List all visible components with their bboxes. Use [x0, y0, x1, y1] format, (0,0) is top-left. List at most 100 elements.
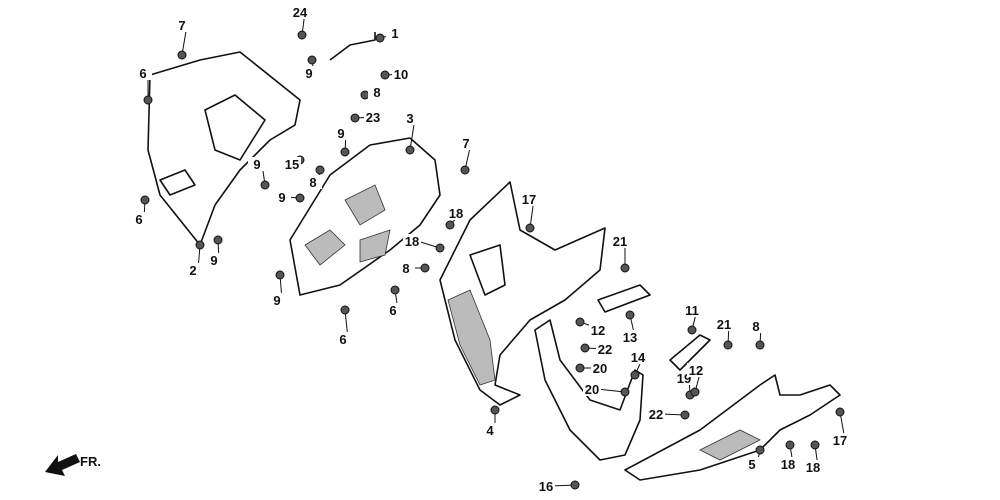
callout-number: 12: [591, 323, 605, 338]
fastener-icon: [575, 317, 585, 327]
callout-14: 14: [629, 350, 647, 380]
part-5-under-cowl: [624, 374, 841, 481]
fastener-icon: [460, 165, 470, 175]
fastener-icon: [340, 147, 350, 157]
callout-number: 3: [406, 111, 413, 126]
fastener-icon: [755, 445, 765, 455]
fastener-icon: [195, 240, 205, 250]
fastener-icon: [380, 70, 390, 80]
part-3-middle-cowl: [289, 137, 441, 296]
callout-number: 1: [391, 26, 398, 41]
callout-number: 18: [449, 206, 463, 221]
callout-number: 20: [593, 361, 607, 376]
callout-background: [364, 110, 382, 124]
callout-12: 12: [575, 317, 607, 338]
callout-9: 9: [300, 55, 318, 81]
callout-number: 20: [585, 382, 599, 397]
callout-number: 21: [717, 317, 731, 332]
callout-number: 12: [689, 363, 703, 378]
callout-number: 11: [685, 303, 699, 318]
front-direction-arrow: FR.: [45, 454, 101, 476]
callout-background: [384, 303, 402, 317]
part-11-bracket: [669, 334, 711, 371]
callout-number: 8: [309, 175, 316, 190]
callout-background: [583, 382, 601, 396]
callout-background: [273, 190, 291, 204]
callout-6: 6: [384, 285, 402, 318]
callout-18: 18: [779, 440, 797, 472]
fastener-icon: [687, 325, 697, 335]
callout-9: 9: [273, 190, 305, 205]
callout-background: [130, 212, 148, 226]
callout-number: 8: [402, 261, 409, 276]
callout-background: [248, 157, 266, 171]
callout-17: 17: [831, 407, 849, 448]
callout-background: [831, 433, 849, 447]
callout-15: 15: [283, 155, 305, 172]
direction-label: FR.: [80, 454, 101, 469]
fastener-icon: [297, 30, 307, 40]
fastener-icon: [570, 480, 580, 490]
callout-number: 9: [253, 157, 260, 172]
callout-number: 18: [781, 457, 795, 472]
callout-number: 6: [389, 303, 396, 318]
callout-background: [683, 303, 701, 317]
fastener-icon: [177, 50, 187, 60]
callout-background: [457, 136, 475, 150]
callout-background: [611, 234, 629, 248]
callout-background: [747, 319, 765, 333]
callout-10: 10: [380, 67, 410, 82]
callout-number: 23: [366, 110, 380, 125]
callout-6: 6: [134, 66, 153, 105]
callout-background: [621, 330, 639, 344]
callout-11: 11: [683, 303, 701, 335]
callout-3: 3: [401, 111, 419, 155]
callout-24: 24: [291, 5, 309, 40]
callout-number: 7: [462, 136, 469, 151]
fastener-icon: [275, 270, 285, 280]
callout-background: [392, 67, 410, 81]
fastener-icon: [350, 113, 360, 123]
callout-background: [589, 323, 607, 337]
callout-background: [743, 457, 761, 471]
callout-number: 13: [623, 330, 637, 345]
fastener-icon: [213, 235, 223, 245]
callout-background: [401, 111, 419, 125]
part-14-strip: [534, 319, 644, 461]
fastener-icon: [390, 285, 400, 295]
callout-1: 1: [375, 26, 404, 43]
fastener-icon: [785, 440, 795, 450]
callout-number: 6: [135, 212, 142, 227]
fastener-icon: [143, 95, 153, 105]
fastener-icon: [315, 165, 325, 175]
callout-background: [368, 85, 386, 99]
callout-16: 16: [537, 479, 580, 494]
callout-18: 18: [403, 234, 445, 253]
callout-background: [804, 460, 822, 474]
fastener-icon: [445, 220, 455, 230]
callout-background: [403, 234, 421, 248]
callout-background: [386, 26, 404, 40]
callout-number: 10: [394, 67, 408, 82]
callout-number: 7: [178, 18, 185, 33]
leader-line: [596, 388, 626, 393]
callout-6: 6: [334, 305, 352, 347]
callout-5: 5: [743, 445, 765, 472]
callout-number: 4: [486, 423, 494, 438]
fastener-icon: [580, 343, 590, 353]
fastener-icon: [680, 410, 690, 420]
callout-background: [283, 157, 301, 171]
callout-number: 5: [748, 457, 755, 472]
callout-background: [591, 361, 609, 375]
callout-background: [715, 317, 733, 331]
part-2-inner-panel: [147, 51, 301, 246]
callout-number: 17: [833, 433, 847, 448]
callout-background: [291, 5, 309, 19]
callout-18: 18: [804, 440, 822, 475]
callout-background: [173, 18, 191, 32]
fastener-icon: [620, 387, 630, 397]
callout-background: [629, 350, 647, 364]
part-4-lower-cowl: [439, 181, 606, 406]
callout-22: 22: [580, 342, 614, 357]
